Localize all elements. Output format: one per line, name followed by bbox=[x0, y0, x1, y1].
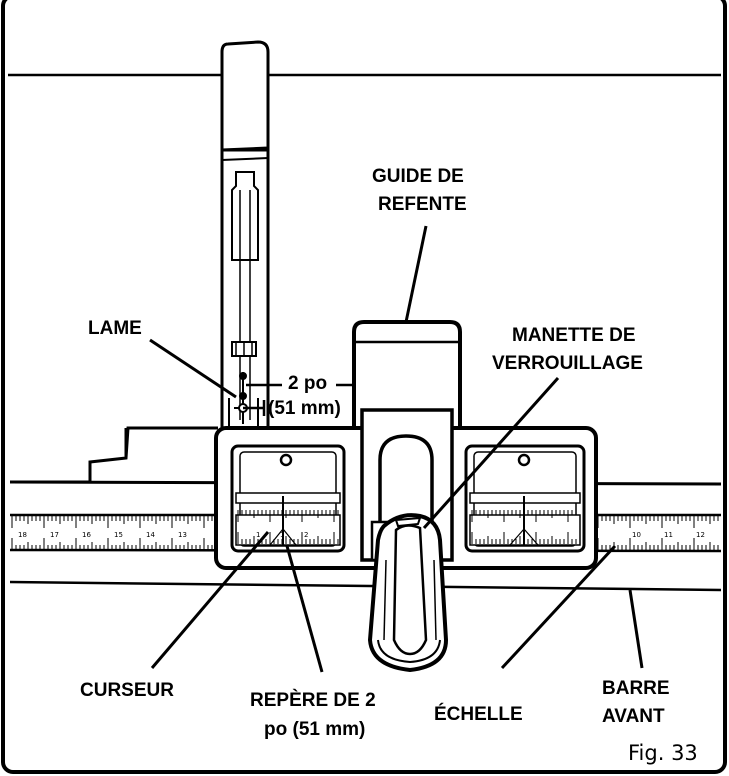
label-cursor: CURSEUR bbox=[80, 680, 174, 701]
leader-lock-lever bbox=[422, 377, 560, 529]
scale-number: 15 bbox=[114, 531, 123, 539]
label-rip-fence-2: REFENTE bbox=[378, 194, 467, 215]
scale-number: 11 bbox=[664, 531, 673, 539]
scale-tape-left: 18 17 16 15 14 13 bbox=[11, 516, 213, 550]
cursor-window-right bbox=[471, 496, 577, 546]
scale-number: 10 bbox=[632, 531, 641, 539]
text-labels: GUIDE DE REFENTE LAME MANETTE DE VERROUI… bbox=[80, 166, 698, 765]
leader-cursor bbox=[150, 531, 270, 669]
figure-number: Fig. 33 bbox=[628, 741, 698, 765]
label-scale: ÉCHELLE bbox=[434, 703, 523, 725]
leader-mark bbox=[285, 545, 324, 673]
scale-number: 12 bbox=[696, 531, 705, 539]
leader-rip-fence bbox=[404, 225, 428, 323]
scale-number: 1 bbox=[256, 531, 260, 539]
label-dimension-1: 2 po bbox=[288, 373, 327, 394]
label-blade: LAME bbox=[88, 318, 142, 339]
dimension-callout bbox=[243, 383, 352, 416]
leader-scale bbox=[500, 544, 617, 670]
label-dimension-2: (51 mm) bbox=[268, 398, 341, 419]
label-mark-1: REPÈRE DE 2 bbox=[250, 689, 376, 711]
scale-number: 13 bbox=[178, 531, 187, 539]
cursor-indicator bbox=[269, 528, 297, 546]
label-front-rail-1: BARRE bbox=[602, 678, 670, 699]
label-mark-2: po (51 mm) bbox=[264, 719, 365, 740]
label-rip-fence-1: GUIDE DE bbox=[372, 166, 464, 187]
scale-number: 2 bbox=[304, 531, 308, 539]
blade bbox=[220, 40, 270, 430]
leader-lines bbox=[149, 225, 644, 673]
scale-number: 16 bbox=[82, 531, 91, 539]
scale-tape-right: 10 11 12 bbox=[597, 516, 719, 550]
label-lock-lever-1: MANETTE DE bbox=[512, 325, 636, 346]
scale-number: 17 bbox=[50, 531, 59, 539]
lock-lever[interactable] bbox=[367, 513, 449, 673]
leader-front-rail bbox=[628, 589, 644, 669]
scale-number: 14 bbox=[146, 531, 155, 539]
label-front-rail-2: AVANT bbox=[602, 706, 665, 727]
leader-blade bbox=[149, 338, 237, 399]
label-lock-lever-2: VERROUILLAGE bbox=[492, 353, 643, 374]
scale-number: 18 bbox=[18, 531, 27, 539]
